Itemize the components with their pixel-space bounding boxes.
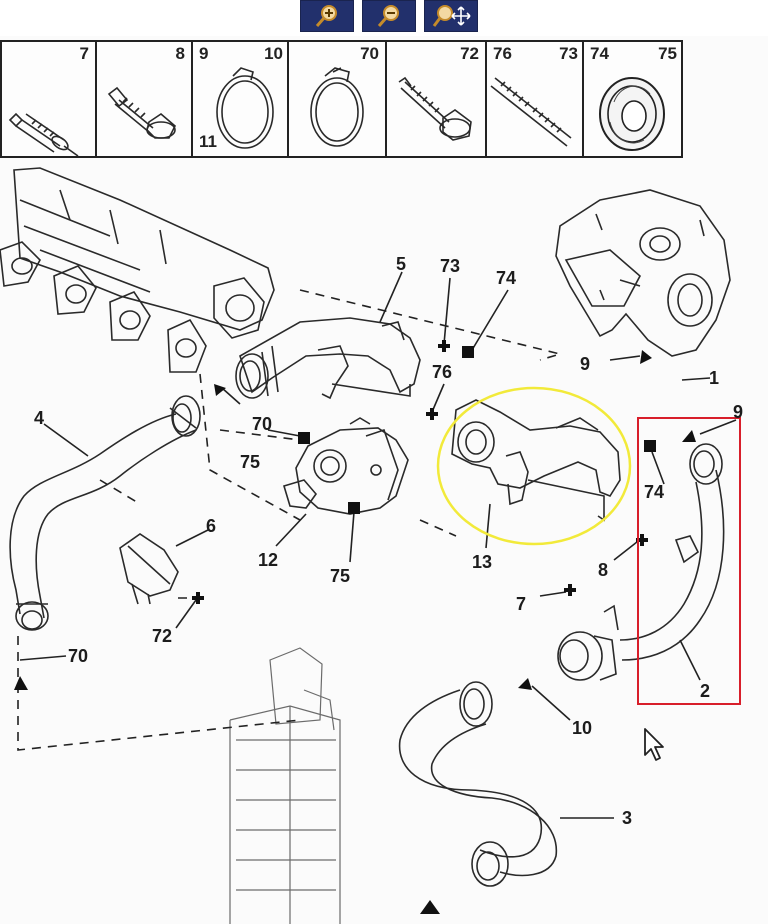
hose-clip-icon (216, 67, 274, 149)
callout-2: 2 (700, 681, 710, 701)
legend-cell-flange-bolt: 72 (387, 42, 487, 156)
legend-number: 7 (79, 44, 89, 63)
callout-74: 74 (496, 268, 516, 288)
legend-number: 10 (264, 44, 283, 63)
square-marker (298, 432, 310, 444)
callout-70b: 70 (68, 646, 88, 666)
bolt-icon (107, 86, 176, 139)
zoom-pan-icon (432, 5, 471, 27)
zoom-out-icon (377, 5, 399, 27)
pipe-13 (451, 399, 621, 522)
legend-number: 72 (460, 44, 479, 63)
legend-number: 76 (493, 44, 512, 63)
callout-12: 12 (258, 550, 278, 570)
bracket-6 (119, 533, 179, 605)
legend-number: 73 (559, 44, 578, 63)
legend-number: 11 (199, 132, 217, 151)
legend-number: 70 (360, 44, 379, 63)
callout-13: 13 (472, 552, 492, 572)
callout-73: 73 (440, 256, 460, 276)
zoom-in-icon (315, 5, 337, 27)
highlight-box (637, 417, 741, 705)
pipe-5 (235, 317, 421, 400)
cross-marker (438, 340, 450, 352)
callout-4: 4 (34, 408, 44, 428)
legend-cell-gasket: 74 75 (584, 42, 681, 156)
arrow-marker (640, 350, 652, 364)
gasket-icon (599, 77, 665, 151)
highlight-ellipse (436, 386, 632, 546)
arrow-markers (14, 350, 696, 914)
square-marker (462, 346, 474, 358)
intercooler (229, 647, 341, 924)
legend-cell-screw: 7 (2, 42, 97, 156)
assembly-lines (17, 289, 564, 751)
arrow-marker (420, 900, 440, 914)
callout-1: 1 (709, 368, 719, 388)
legend-number: 74 (590, 44, 609, 63)
callout-9b: 9 (733, 402, 743, 422)
callout-9: 9 (580, 354, 590, 374)
parts-legend: 7 8 9 10 11 (0, 40, 683, 158)
callout-76: 76 (432, 362, 452, 382)
square-marker (644, 440, 656, 452)
callout-75b: 75 (330, 566, 350, 586)
zoom-out-button[interactable] (362, 0, 416, 32)
hose-4 (9, 395, 201, 631)
arrow-marker (214, 384, 226, 396)
arrow-marker (14, 676, 28, 690)
pipe-2 (557, 443, 725, 681)
arrow-marker (682, 430, 696, 442)
callout-6: 6 (206, 516, 216, 536)
arrow-marker (518, 678, 532, 690)
cross-marker (564, 584, 576, 596)
callout-75: 75 (240, 452, 260, 472)
legend-cell-stud: 76 73 (487, 42, 584, 156)
valve-12 (283, 417, 409, 515)
hose-3 (398, 681, 558, 887)
mouse-pointer-icon (644, 728, 664, 761)
exhaust-manifold (0, 167, 275, 373)
cross-marker (426, 408, 438, 420)
callout-7: 7 (516, 594, 526, 614)
legend-number: 75 (658, 44, 677, 63)
callout-3: 3 (622, 808, 632, 828)
callouts: 1 2 3 4 5 6 7 8 9 9 10 12 13 70 70 72 73… (34, 254, 743, 828)
turbocharger (555, 189, 731, 357)
cross-marker (192, 592, 204, 604)
zoom-pan-button[interactable] (424, 0, 478, 32)
callout-8: 8 (598, 560, 608, 580)
zoom-in-button[interactable] (300, 0, 354, 32)
callout-10: 10 (572, 718, 592, 738)
legend-cell-bolt: 8 (97, 42, 193, 156)
flange-bolt-icon (398, 76, 472, 141)
zoom-toolbar (0, 0, 768, 36)
legend-cell-clamp: 70 (289, 42, 387, 156)
square-marker (348, 502, 360, 514)
screw-icon (8, 112, 79, 156)
callout-70: 70 (252, 414, 272, 434)
square-markers (298, 346, 656, 514)
callout-74b: 74 (644, 482, 664, 502)
callout-5: 5 (396, 254, 406, 274)
legend-number: 9 (199, 44, 209, 63)
stud-icon (490, 77, 572, 147)
leader-lines (19, 271, 737, 819)
hose-clamp-icon (310, 67, 364, 147)
legend-number: 8 (175, 44, 185, 63)
callout-72: 72 (152, 626, 172, 646)
legend-cell-clip: 9 10 11 (193, 42, 289, 156)
